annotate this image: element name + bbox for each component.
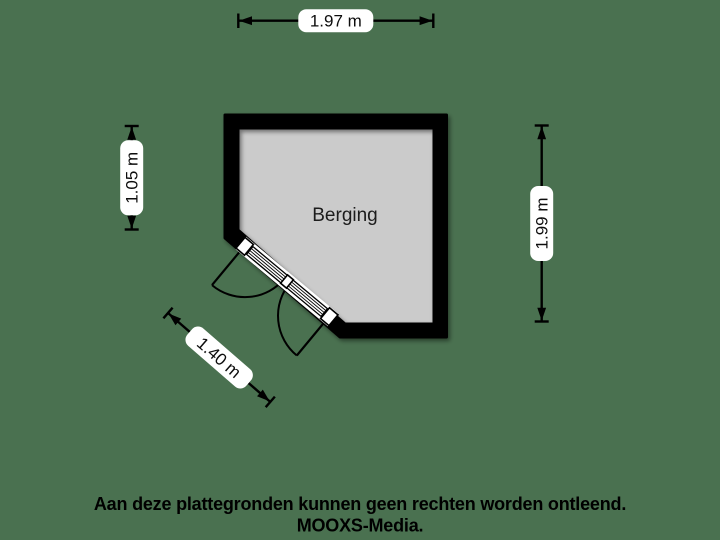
room-berging: Berging [211,113,448,357]
dimension-label-box [185,326,253,389]
door-stripe [251,248,287,278]
arrowhead-down-icon [127,215,137,229]
arrowhead-right-icon [419,16,433,26]
arrowhead-left-icon [168,313,182,326]
dimension-label: 1.05 m [120,140,144,216]
dimension-label: 1.97 m [298,9,374,33]
door-swing-arc-right [277,282,298,357]
room-floor [238,128,434,324]
door-stripe [249,250,285,280]
dimension-label-box [120,140,144,216]
double-door [234,236,340,327]
dimension-label-box [530,186,554,261]
dimension-label-text: 1.97 m [310,12,362,31]
door-leaf-open-left [211,245,246,286]
dimension-label-text: 1.05 m [123,152,142,204]
disclaimer-text: Aan deze plattegronden kunnen geen recht… [94,494,626,514]
dimension-label-text: 1.99 m [533,198,552,250]
arrowhead-down-icon [537,307,547,321]
footer: Aan deze plattegronden kunnen geen recht… [94,494,626,536]
door-stripe [247,252,283,282]
dimension-left: 1.05 m [120,124,144,231]
door-jamb-left [234,236,255,257]
dimension-label: 1.99 m [530,186,554,261]
dimension-tick [264,395,276,408]
dimension-top: 1.97 m [237,9,435,33]
door-stripe [289,283,325,313]
dimension-label-box [298,9,374,33]
arrowhead-up-icon [537,126,547,140]
door-jamb-right [319,306,340,327]
arrowhead-left-icon [239,16,252,26]
dimension-right: 1.99 m [530,124,554,323]
door-meeting-stile [279,273,295,290]
door-stripe [291,281,327,311]
brand-text: MOOXS-Media. [297,516,424,536]
room-label: Berging [312,205,378,226]
dimension-tick [162,306,174,320]
door-stripe [287,285,323,315]
door-swing-arc-left [211,278,286,299]
arrowhead-right-icon [257,389,270,402]
arrowhead-up-icon [127,126,137,140]
